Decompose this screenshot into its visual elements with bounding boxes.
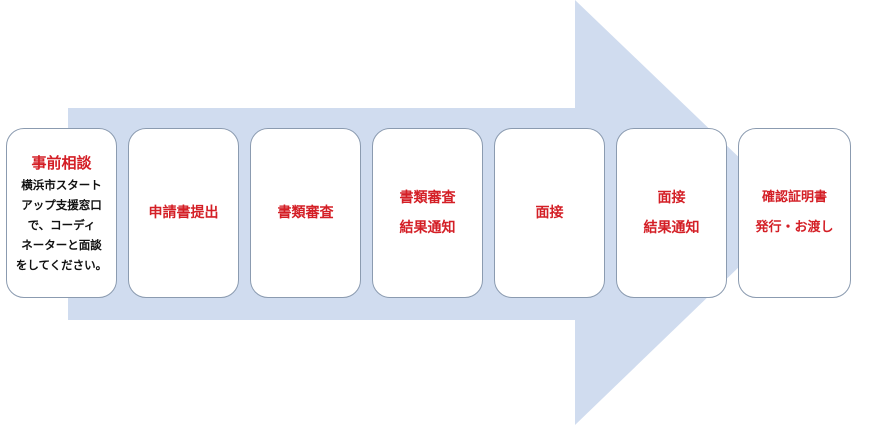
step-interview-result: 面接 結果通知 [616, 128, 727, 298]
step-title: 申請書提出 [148, 205, 219, 221]
step-title: 書類審査 [277, 205, 334, 221]
step-title: 確認証明書 [761, 190, 827, 205]
step-description: 横浜市スタート アップ支援窓口 で、コーディ ネーターと面談 をしてください。 [15, 178, 108, 272]
step-subtitle: 結果通知 [399, 220, 456, 236]
step-title: 事前相談 [31, 154, 92, 172]
step-certificate: 確認証明書 発行・お渡し [738, 128, 851, 298]
step-title: 面接 [535, 205, 564, 221]
step-interview: 面接 [494, 128, 605, 298]
step-document-review: 書類審査 [250, 128, 361, 298]
step-consultation: 事前相談 横浜市スタート アップ支援窓口 で、コーディ ネーターと面談 をしてく… [6, 128, 117, 298]
step-title: 面接 [657, 190, 686, 206]
step-document-result: 書類審査 結果通知 [372, 128, 483, 298]
step-title: 書類審査 [399, 190, 456, 206]
step-subtitle: 結果通知 [643, 220, 700, 236]
step-subtitle: 発行・お渡し [755, 220, 834, 235]
step-application: 申請書提出 [128, 128, 239, 298]
